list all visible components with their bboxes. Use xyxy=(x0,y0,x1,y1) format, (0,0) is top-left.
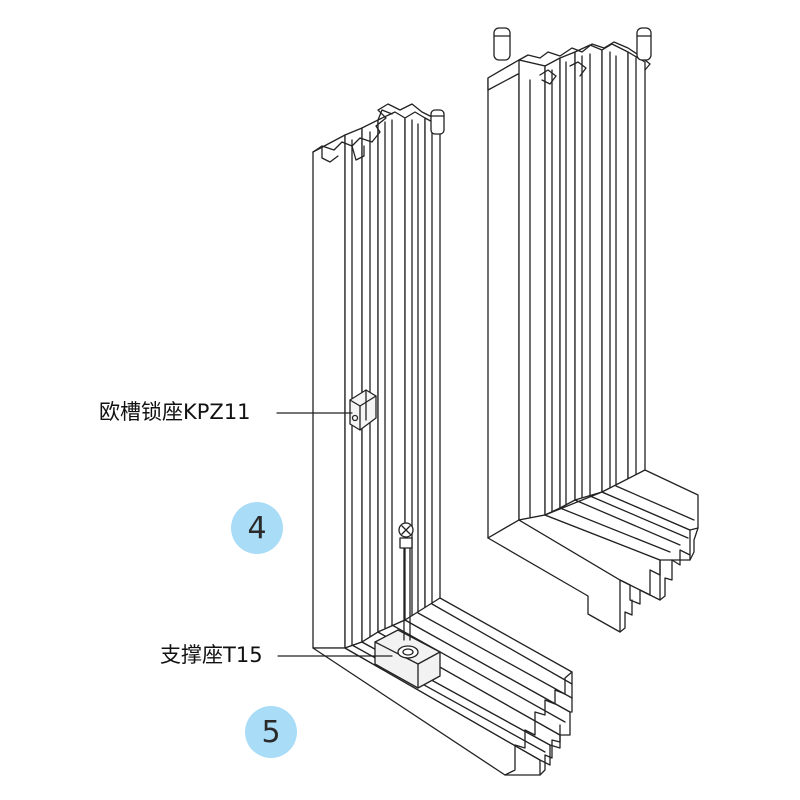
right-frame-profile xyxy=(487,27,699,633)
lock-seat-label: 欧槽锁座KPZ11 xyxy=(99,400,251,424)
left-frame-profile xyxy=(312,103,573,776)
support-seat-label: 支撑座T15 xyxy=(160,643,263,667)
step-badge-4: 4 xyxy=(231,502,283,554)
step-badge-5: 5 xyxy=(245,706,297,758)
